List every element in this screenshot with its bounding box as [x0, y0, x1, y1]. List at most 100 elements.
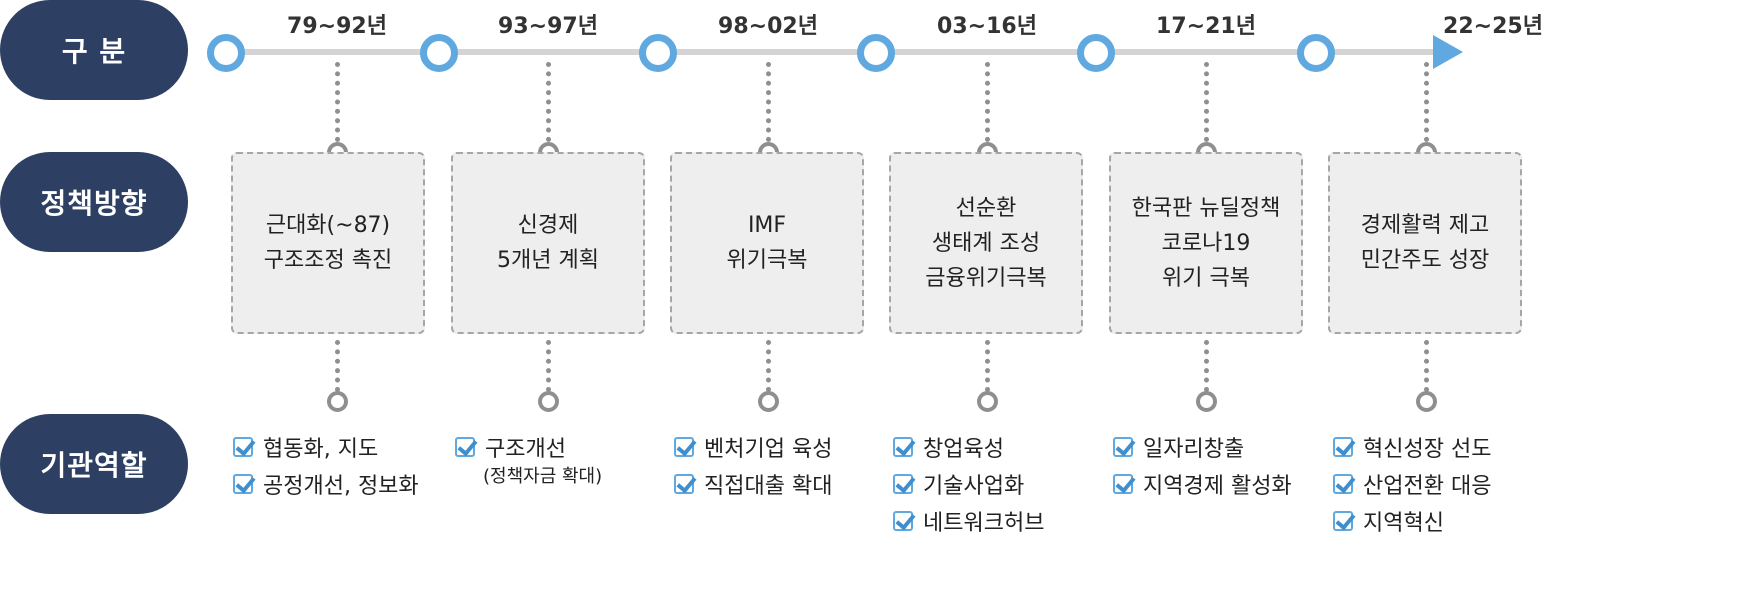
policy-line: 근대화(~87): [265, 213, 391, 238]
role-item: 지역혁신: [1333, 502, 1491, 539]
policy-line: 코로나19: [1161, 230, 1251, 256]
connector-ring-bottom: [538, 391, 559, 412]
row-label-timeline: 구 분: [0, 0, 188, 100]
connector-dots-bottom: [1204, 340, 1209, 392]
period-label: 17~21년: [1156, 14, 1256, 39]
role-item: 일자리창출: [1113, 428, 1292, 465]
policy-box: 근대화(~87) 구조조정 촉진: [231, 152, 425, 334]
role-item: 산업전환 대응: [1333, 465, 1491, 502]
role-text: 공정개선, 정보화: [263, 473, 419, 499]
row-label-policy: 정책방향: [0, 152, 188, 252]
timeline-node: [420, 34, 458, 72]
policy-line: 위기 극복: [1162, 265, 1250, 291]
connector-dots-top: [1424, 62, 1429, 142]
role-text: 네트워크허브: [923, 510, 1045, 536]
role-item: 창업육성: [893, 428, 1044, 465]
timeline-node: [207, 34, 245, 72]
period-label: 93~97년: [498, 14, 598, 39]
connector-ring-bottom: [1416, 391, 1437, 412]
role-item: 기술사업화: [893, 465, 1044, 502]
role-text: 협동화, 지도: [263, 436, 379, 462]
connector-dots-bottom: [546, 340, 551, 392]
checkbox-checked-icon: [1113, 473, 1133, 494]
role-text: 구조개선: [485, 436, 566, 462]
policy-line: IMF: [747, 213, 787, 238]
connector-ring-bottom: [327, 391, 348, 412]
role-text: 기술사업화: [923, 473, 1025, 499]
connector-dots-bottom: [985, 340, 990, 392]
role-item: 혁신성장 선도: [1333, 428, 1491, 465]
role-text: 벤처기업 육성: [704, 436, 833, 462]
policy-box: IMF 위기극복: [670, 152, 864, 334]
connector-dots-bottom: [766, 340, 771, 392]
checkbox-checked-icon: [1333, 510, 1353, 531]
policy-line: 선순환: [955, 195, 1017, 221]
role-text: 일자리창출: [1143, 436, 1245, 462]
connector-dots-top: [546, 62, 551, 142]
policy-line: 경제활력 제고: [1360, 213, 1490, 238]
row-label-role: 기관역할: [0, 414, 188, 514]
role-item: 네트워크허브: [893, 502, 1044, 539]
role-item: 지역경제 활성화: [1113, 465, 1292, 502]
policy-line: 한국판 뉴딜정책: [1131, 195, 1281, 221]
connector-ring-bottom: [758, 391, 779, 412]
connector-dots-top: [766, 62, 771, 142]
policy-line: 신경제: [517, 213, 579, 238]
timeline-node: [639, 34, 677, 72]
connector-dots-top: [1204, 62, 1209, 142]
role-item: 벤처기업 육성: [674, 428, 832, 465]
role-text: 지역경제 활성화: [1143, 473, 1292, 499]
checkbox-checked-icon: [674, 436, 694, 457]
policy-line: 구조조정 촉진: [263, 248, 393, 273]
role-text: 산업전환 대응: [1363, 473, 1492, 499]
timeline-node: [1297, 34, 1335, 72]
checkbox-checked-icon: [233, 436, 253, 457]
checkbox-checked-icon: [1333, 473, 1353, 494]
connector-ring-bottom: [977, 391, 998, 412]
connector-dots-bottom: [335, 340, 340, 392]
role-text: 직접대출 확대: [704, 473, 833, 499]
role-item: 협동화, 지도: [233, 428, 419, 465]
role-item: 공정개선, 정보화: [233, 465, 419, 502]
timeline-line: [228, 49, 1453, 55]
policy-line: 금융위기극복: [925, 265, 1047, 291]
connector-dots-top: [985, 62, 990, 142]
timeline-node: [857, 34, 895, 72]
checkbox-checked-icon: [233, 473, 253, 494]
role-list: 구조개선(정책자금 확대): [455, 428, 602, 493]
period-label: 22~25년: [1443, 14, 1543, 39]
policy-line: 5개년 계획: [497, 248, 599, 273]
role-text: 혁신성장 선도: [1363, 436, 1492, 462]
period-label: 79~92년: [287, 14, 387, 39]
timeline-arrow-icon: [1433, 35, 1463, 69]
policy-line: 민간주도 성장: [1360, 248, 1490, 273]
checkbox-checked-icon: [1333, 436, 1353, 457]
period-label: 03~16년: [937, 14, 1037, 39]
role-text: 창업육성: [923, 436, 1004, 462]
connector-ring-bottom: [1196, 391, 1217, 412]
policy-line: 생태계 조성: [931, 230, 1041, 256]
role-item: 구조개선: [455, 428, 602, 465]
timeline-node: [1077, 34, 1115, 72]
checkbox-checked-icon: [893, 436, 913, 457]
role-text: 지역혁신: [1363, 510, 1444, 536]
role-item: 직접대출 확대: [674, 465, 832, 502]
policy-line: 위기극복: [726, 248, 808, 273]
checkbox-checked-icon: [1113, 436, 1133, 457]
checkbox-checked-icon: [455, 436, 475, 457]
checkbox-checked-icon: [893, 510, 913, 531]
period-label: 98~02년: [718, 14, 818, 39]
checkbox-checked-icon: [893, 473, 913, 494]
checkbox-checked-icon: [674, 473, 694, 494]
connector-dots-bottom: [1424, 340, 1429, 392]
connector-dots-top: [335, 62, 340, 142]
policy-box: 신경제 5개년 계획: [451, 152, 645, 334]
